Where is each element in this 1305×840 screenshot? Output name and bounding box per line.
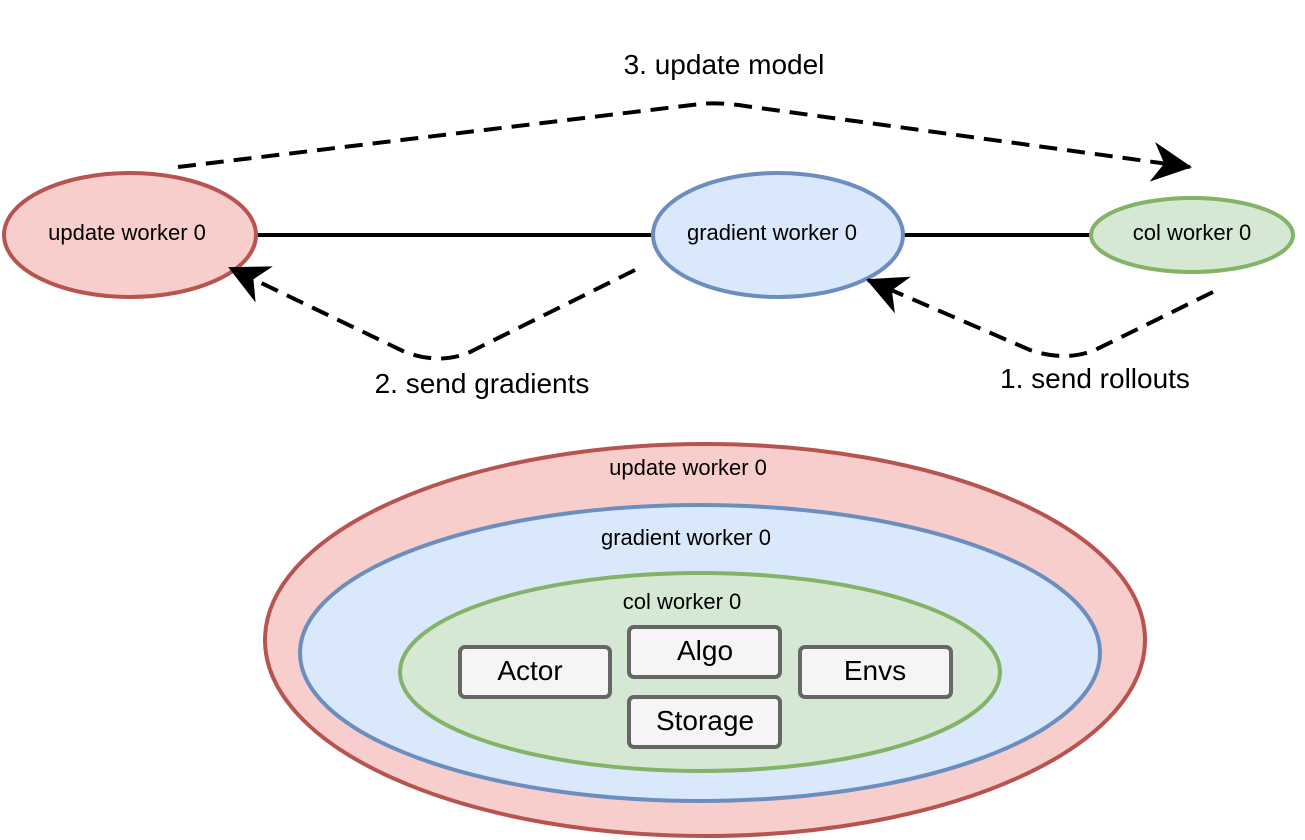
box-algo[interactable]: Algo <box>627 625 782 679</box>
box-actor-label: Actor <box>497 655 562 686</box>
edge-label-send-gradients: 2. send gradients <box>375 368 590 399</box>
nested-col-worker-label: col worker 0 <box>623 589 742 614</box>
edge-send-rollouts-arrow <box>866 276 1214 358</box>
box-algo-label: Algo <box>677 635 733 666</box>
edge-label-send-rollouts: 1. send rollouts <box>1000 363 1190 394</box>
box-envs[interactable]: Envs <box>798 645 953 699</box>
box-envs-label: Envs <box>844 655 906 686</box>
nested-update-worker-label: update worker 0 <box>609 455 767 480</box>
node-col-worker-label: col worker 0 <box>1133 220 1252 245</box>
node-col-worker[interactable]: col worker 0 <box>1089 196 1295 274</box>
edge-send-gradients-arrow <box>228 266 636 361</box>
nested-gradient-worker-label: gradient worker 0 <box>601 525 771 550</box>
edge-update-model-arrow <box>177 101 1192 182</box>
node-update-worker[interactable]: update worker 0 <box>2 171 258 299</box>
box-storage[interactable]: Storage <box>627 695 782 749</box>
node-gradient-worker[interactable]: gradient worker 0 <box>651 171 905 299</box>
box-actor[interactable]: Actor <box>458 645 612 699</box>
box-storage-label: Storage <box>656 705 754 736</box>
node-gradient-worker-label: gradient worker 0 <box>687 220 857 245</box>
node-update-worker-label: update worker 0 <box>48 220 206 245</box>
edge-label-update-model: 3. update model <box>624 49 825 80</box>
